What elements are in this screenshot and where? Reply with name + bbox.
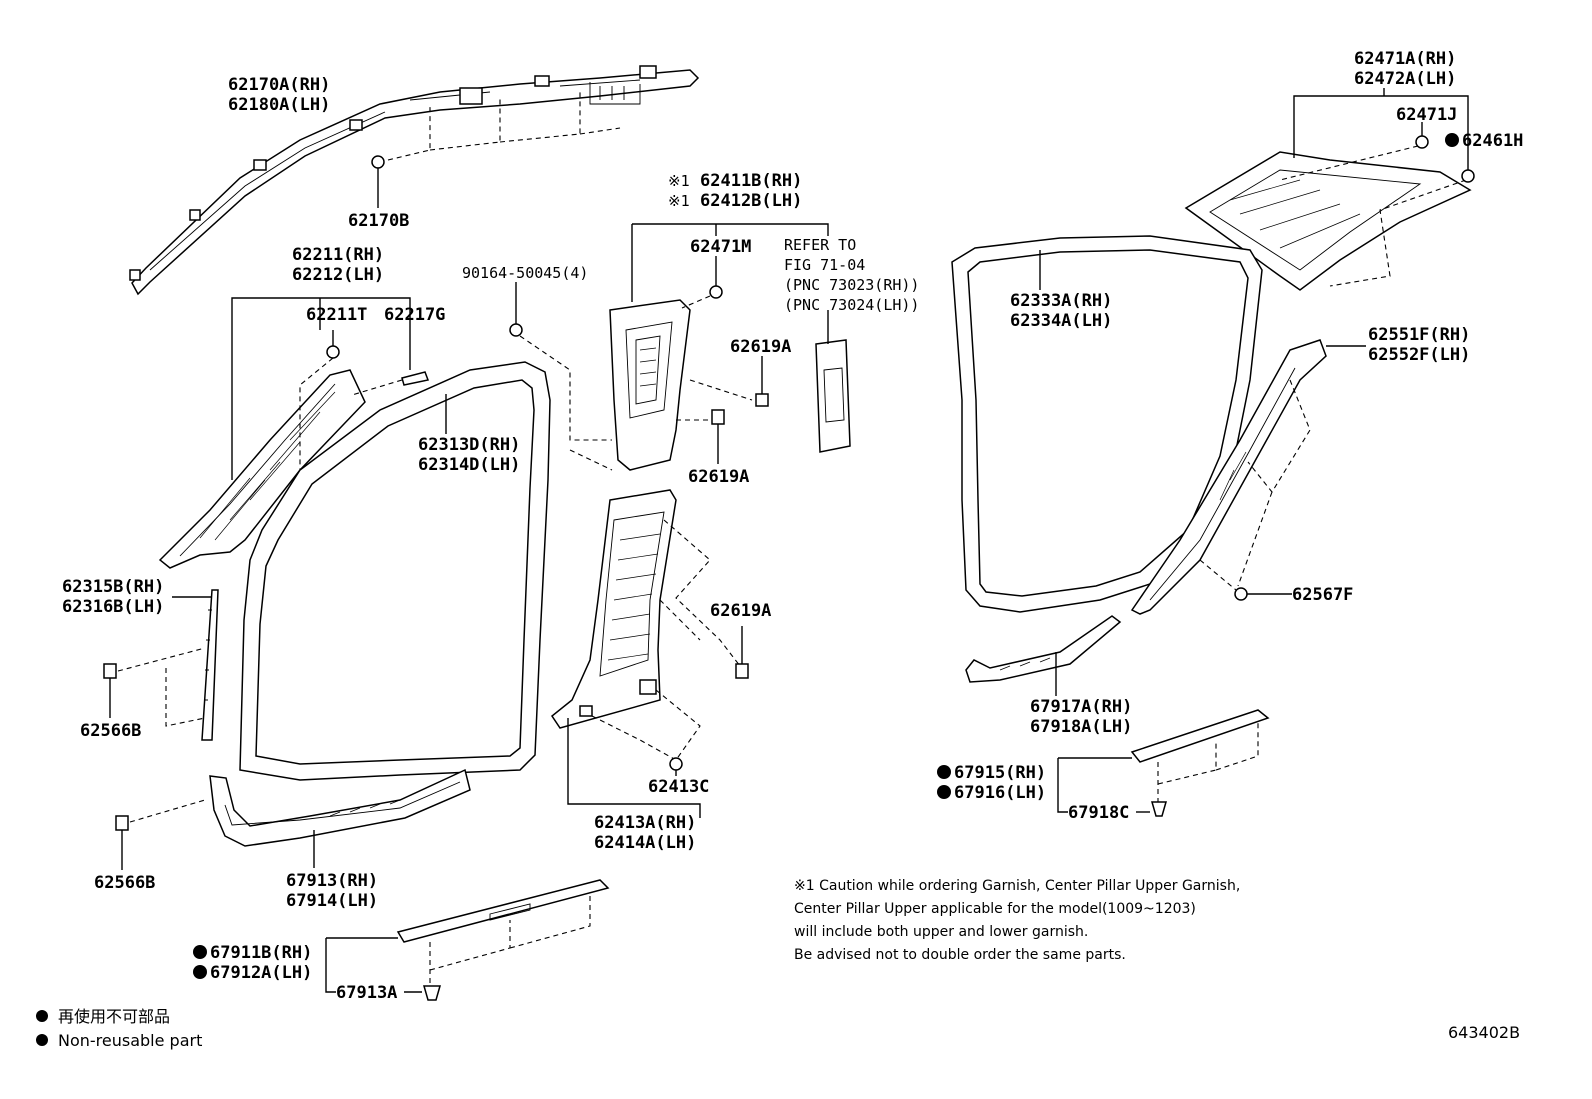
label-62566B-lower: 62566B [94, 873, 155, 893]
quarter-dash [1279, 145, 1467, 287]
lower-garnish-dash [591, 519, 741, 761]
note-line-3: will include both upper and lower garnis… [794, 924, 1088, 940]
clip-62566B-upper [103, 647, 206, 727]
note-line-1: ※1 Caution while ordering Garnish, Cente… [794, 878, 1240, 894]
label-62212: 62212(LH) [292, 265, 384, 285]
legend-dot-jp [36, 1010, 48, 1022]
label-62567F: 62567F [1292, 585, 1353, 605]
roof-side-airbag [129, 65, 700, 296]
seatbelt-ref-part [815, 310, 851, 453]
caution-note: ※1 Caution while ordering Garnish, Cente… [794, 878, 1240, 963]
label-62413C: 62413C [648, 777, 709, 797]
mark-1-a: ※1 [668, 172, 690, 190]
scuff-plate-67917A [965, 615, 1122, 683]
label-62170B: 62170B [348, 211, 409, 231]
label-67918A: 67918A(LH) [1030, 717, 1132, 737]
label-62170A: 62170A(RH) [228, 75, 330, 95]
label-67915: 67915(RH) [954, 763, 1046, 783]
label-67912A: 67912A(LH) [210, 963, 312, 983]
clip-62217G [351, 371, 430, 396]
clip-62619A-b [711, 409, 725, 464]
bolt-62170B [371, 155, 385, 208]
roof-side-inner-garnish [1184, 151, 1472, 291]
label-62551F: 62551F(RH) [1368, 325, 1470, 345]
label-62211T: 62211T [306, 305, 367, 325]
label-67913: 67913(RH) [286, 871, 378, 891]
mark-1-b: ※1 [668, 192, 690, 210]
non-reusable-dot-67915 [937, 765, 951, 779]
label-62471M: 62471M [690, 237, 751, 257]
label-62471A: 62471A(RH) [1354, 49, 1456, 69]
non-reusable-dot-67912A [193, 965, 207, 979]
rear-door-weatherstrip [951, 235, 1263, 613]
legend: 再使用不可部品 Non-reusable part [36, 1007, 202, 1050]
legend-jp: 再使用不可部品 [58, 1007, 170, 1026]
label-62334A: 62334A(LH) [1010, 311, 1112, 331]
front-door-weatherstrip [239, 361, 551, 781]
label-62619A-c: 62619A [710, 601, 771, 621]
label-62217G: 62217G [384, 305, 445, 325]
clip-67913A [423, 985, 441, 1001]
non-reusable-dot-67916 [937, 785, 951, 799]
legend-dot-en [36, 1034, 48, 1046]
weatherstrip-62315B [201, 589, 219, 741]
label-62313D: 62313D(RH) [418, 435, 520, 455]
refer-line-3: (PNC 73023(RH)) [784, 276, 919, 294]
label-67913A: 67913A [336, 983, 397, 1003]
label-62411B: 62411B(RH) [700, 171, 802, 191]
label-62471J: 62471J [1396, 105, 1457, 125]
label-62472A: 62472A(LH) [1354, 69, 1456, 89]
clip-62619A-a [755, 356, 769, 407]
clip-62567F [1234, 587, 1248, 601]
label-62413A: 62413A(RH) [594, 813, 696, 833]
center-pillar-lower-garnish [550, 489, 677, 729]
label-62619A-a: 62619A [730, 337, 791, 357]
clip-62413C [669, 757, 683, 771]
clip-62461H [1461, 169, 1475, 183]
label-62180A: 62180A(LH) [228, 95, 330, 115]
clip-62471M [681, 285, 723, 309]
note-line-4: Be advised not to double order the same … [794, 947, 1126, 963]
non-reusable-dot-62461H [1445, 133, 1459, 147]
door-sill-67915 [1130, 709, 1270, 804]
scuff-plate-67913 [209, 768, 471, 847]
door-sill-67911B [396, 879, 610, 990]
label-62412B: 62412B(LH) [700, 191, 802, 211]
legend-en: Non-reusable part [58, 1031, 202, 1050]
label-67914: 67914(LH) [286, 891, 378, 911]
figure-id: 643402B [1448, 1023, 1520, 1042]
refer-line-1: REFER TO [784, 236, 856, 254]
label-67916: 67916(LH) [954, 783, 1046, 803]
clip-62619A-c [735, 626, 749, 679]
label-62619A-b: 62619A [688, 467, 749, 487]
part-labels: 62170A(RH) 62180A(LH) 62170B 62211(RH) 6… [62, 49, 1523, 1003]
label-62211: 62211(RH) [292, 245, 384, 265]
label-62566B-upper: 62566B [80, 721, 141, 741]
label-62552F: 62552F(LH) [1368, 345, 1470, 365]
label-90164: 90164-50045(4) [462, 264, 588, 282]
clip-67918C [1151, 801, 1167, 817]
note-line-2: Center Pillar Upper applicable for the m… [794, 901, 1196, 917]
rear-pillar-dash [1199, 379, 1311, 591]
label-67911B: 67911B(RH) [210, 943, 312, 963]
label-62461H: 62461H [1462, 131, 1523, 151]
airbag-dash-links [387, 90, 621, 161]
label-62414A: 62414A(LH) [594, 833, 696, 853]
clip-62566B-lower [115, 799, 206, 870]
center-pillar-upper-garnish [609, 299, 691, 471]
non-reusable-dot-67911B [193, 945, 207, 959]
label-67918C: 67918C [1068, 803, 1129, 823]
label-67917A: 67917A(RH) [1030, 697, 1132, 717]
roof-side-garnish-rear [1130, 339, 1327, 615]
front-pillar-garnish [158, 369, 366, 569]
refer-line-4: (PNC 73024(LH)) [784, 296, 919, 314]
label-62314D: 62314D(LH) [418, 455, 520, 475]
clip-62471J [1415, 135, 1429, 149]
refer-line-2: FIG 71-04 [784, 256, 865, 274]
label-62315B: 62315B(RH) [62, 577, 164, 597]
label-62316B: 62316B(LH) [62, 597, 164, 617]
label-62333A: 62333A(RH) [1010, 291, 1112, 311]
leader-lines [172, 88, 1469, 993]
